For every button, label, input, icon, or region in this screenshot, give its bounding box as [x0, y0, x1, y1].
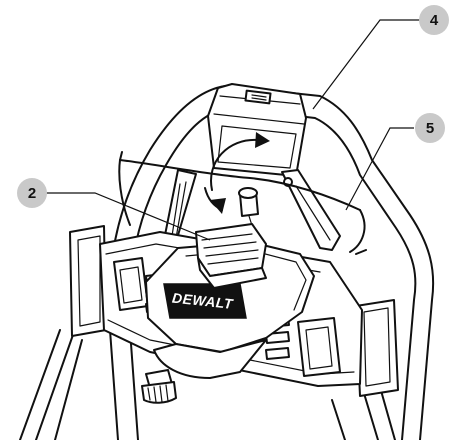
- adjustment-knob: [141, 369, 177, 404]
- callout-2: 2: [17, 178, 211, 241]
- top-bracket: [207, 83, 307, 177]
- lower-rails: [19, 329, 396, 440]
- callout-5: 5: [345, 113, 445, 211]
- callout-5-label: 5: [426, 120, 434, 137]
- release-button: [195, 223, 267, 289]
- center-knob: [238, 187, 259, 233]
- cable: [118, 151, 367, 255]
- right-lever: [281, 169, 341, 251]
- logo-text: DEWALT: [171, 290, 234, 312]
- central-housing: DEWALT: [145, 241, 315, 379]
- rotation-arrow: [204, 132, 270, 214]
- callout-2-label: 2: [28, 185, 36, 202]
- callout-4-label: 4: [430, 12, 439, 29]
- left-lever: [163, 169, 197, 243]
- callout-4: 4: [312, 5, 449, 110]
